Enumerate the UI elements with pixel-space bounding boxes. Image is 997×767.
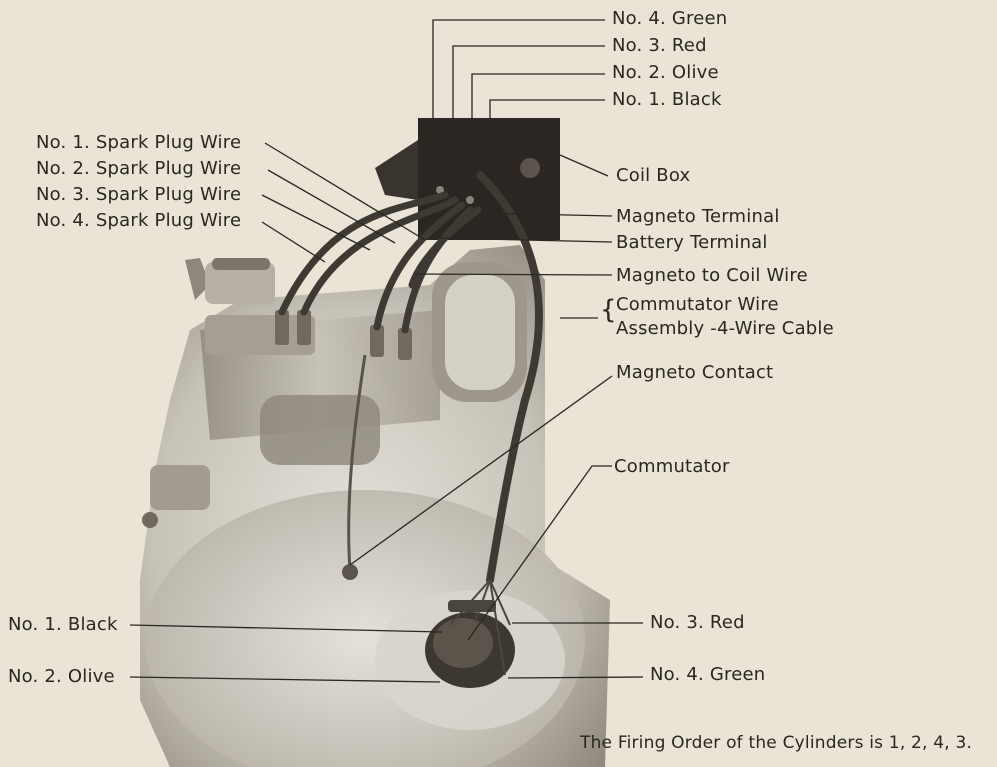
- label-bottom-olive: No. 2. Olive: [8, 668, 115, 686]
- label-top-red: No. 3. Red: [612, 37, 707, 55]
- label-commutator: Commutator: [614, 458, 730, 476]
- label-spark-plug-wire-3: No. 3. Spark Plug Wire: [36, 186, 241, 204]
- label-bottom-red: No. 3. Red: [650, 614, 745, 632]
- label-spark-plug-wire-4: No. 4. Spark Plug Wire: [36, 212, 241, 230]
- label-magneto-contact: Magneto Contact: [616, 364, 773, 382]
- label-coil-box: Coil Box: [616, 167, 690, 185]
- label-top-green: No. 4. Green: [612, 10, 727, 28]
- label-commutator-wire-line2: Assembly -4-Wire Cable: [616, 320, 834, 338]
- label-spark-plug-wire-1: No. 1. Spark Plug Wire: [36, 134, 241, 152]
- label-top-olive: No. 2. Olive: [612, 64, 719, 82]
- label-commutator-wire-line1: Commutator Wire: [616, 296, 779, 314]
- label-spark-plug-wire-2: No. 2. Spark Plug Wire: [36, 160, 241, 178]
- label-magneto-terminal: Magneto Terminal: [616, 208, 780, 226]
- brace-glyph: {: [600, 297, 617, 323]
- label-battery-terminal: Battery Terminal: [616, 234, 768, 252]
- label-bottom-black: No. 1. Black: [8, 616, 118, 634]
- label-top-black: No. 1. Black: [612, 91, 722, 109]
- magneto-contact-post: [342, 564, 358, 580]
- caption-firing-order: The Firing Order of the Cylinders is 1, …: [580, 735, 972, 752]
- label-magneto-to-coil-wire: Magneto to Coil Wire: [616, 267, 808, 285]
- label-bottom-green: No. 4. Green: [650, 666, 765, 684]
